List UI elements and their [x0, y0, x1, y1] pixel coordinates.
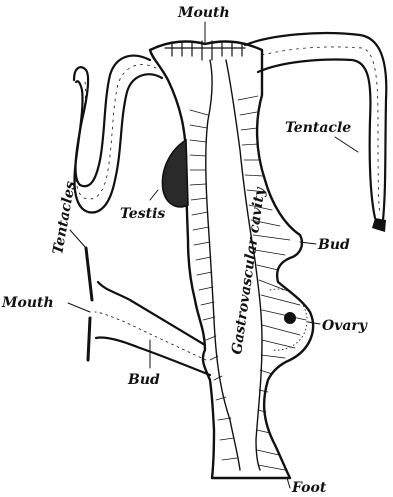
- label-bud-bottom: Bud: [127, 372, 160, 388]
- hydra-body: [150, 42, 313, 478]
- label-mouth-top: Mouth: [177, 5, 230, 21]
- label-foot: Foot: [291, 480, 327, 496]
- label-ovary: Ovary: [322, 318, 368, 334]
- label-tentacles-left: Tentacles: [50, 180, 79, 256]
- testis: [162, 140, 188, 207]
- tentacle-left-coiled: [74, 56, 162, 213]
- ovary: [270, 289, 307, 350]
- label-gastrovascular-cavity: Gastrovascular cavity: [229, 186, 268, 356]
- label-tentacle-right: Tentacle: [285, 120, 351, 136]
- label-bud-right: Bud: [317, 237, 350, 253]
- label-testis: Testis: [120, 206, 165, 222]
- bud-branch: [86, 248, 210, 375]
- label-mouth-left: Mouth: [1, 295, 54, 311]
